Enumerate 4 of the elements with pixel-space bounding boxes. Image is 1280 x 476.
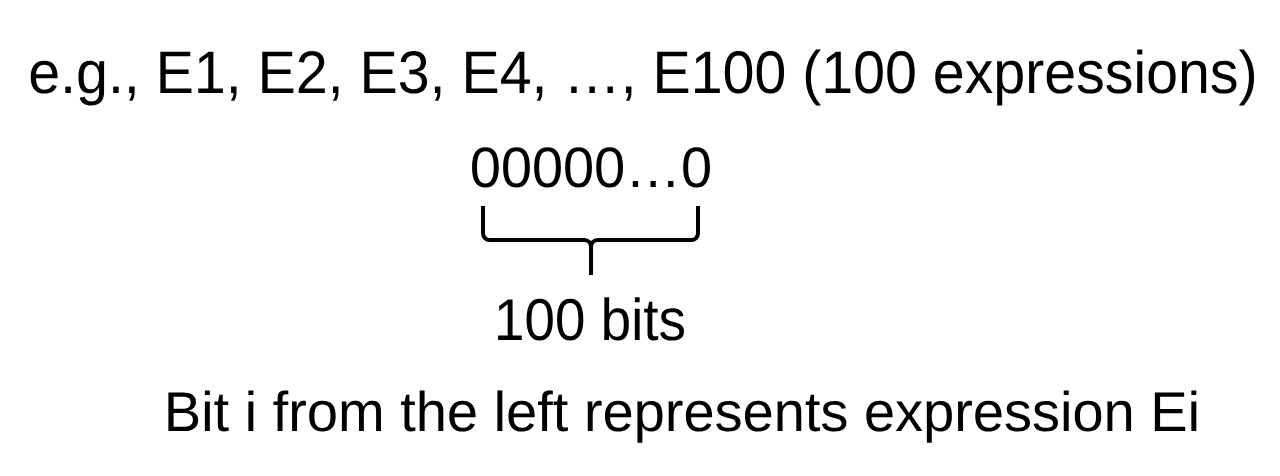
brace-label: 100 bits xyxy=(498,297,685,341)
heading-text: e.g., E1, E2, E3, E4, …, E100 (100 expressions) xyxy=(30,49,1255,106)
note-text: Bit i from the left represents expression Ei xyxy=(168,390,1197,443)
bit-string: 00000…0 xyxy=(472,147,710,188)
